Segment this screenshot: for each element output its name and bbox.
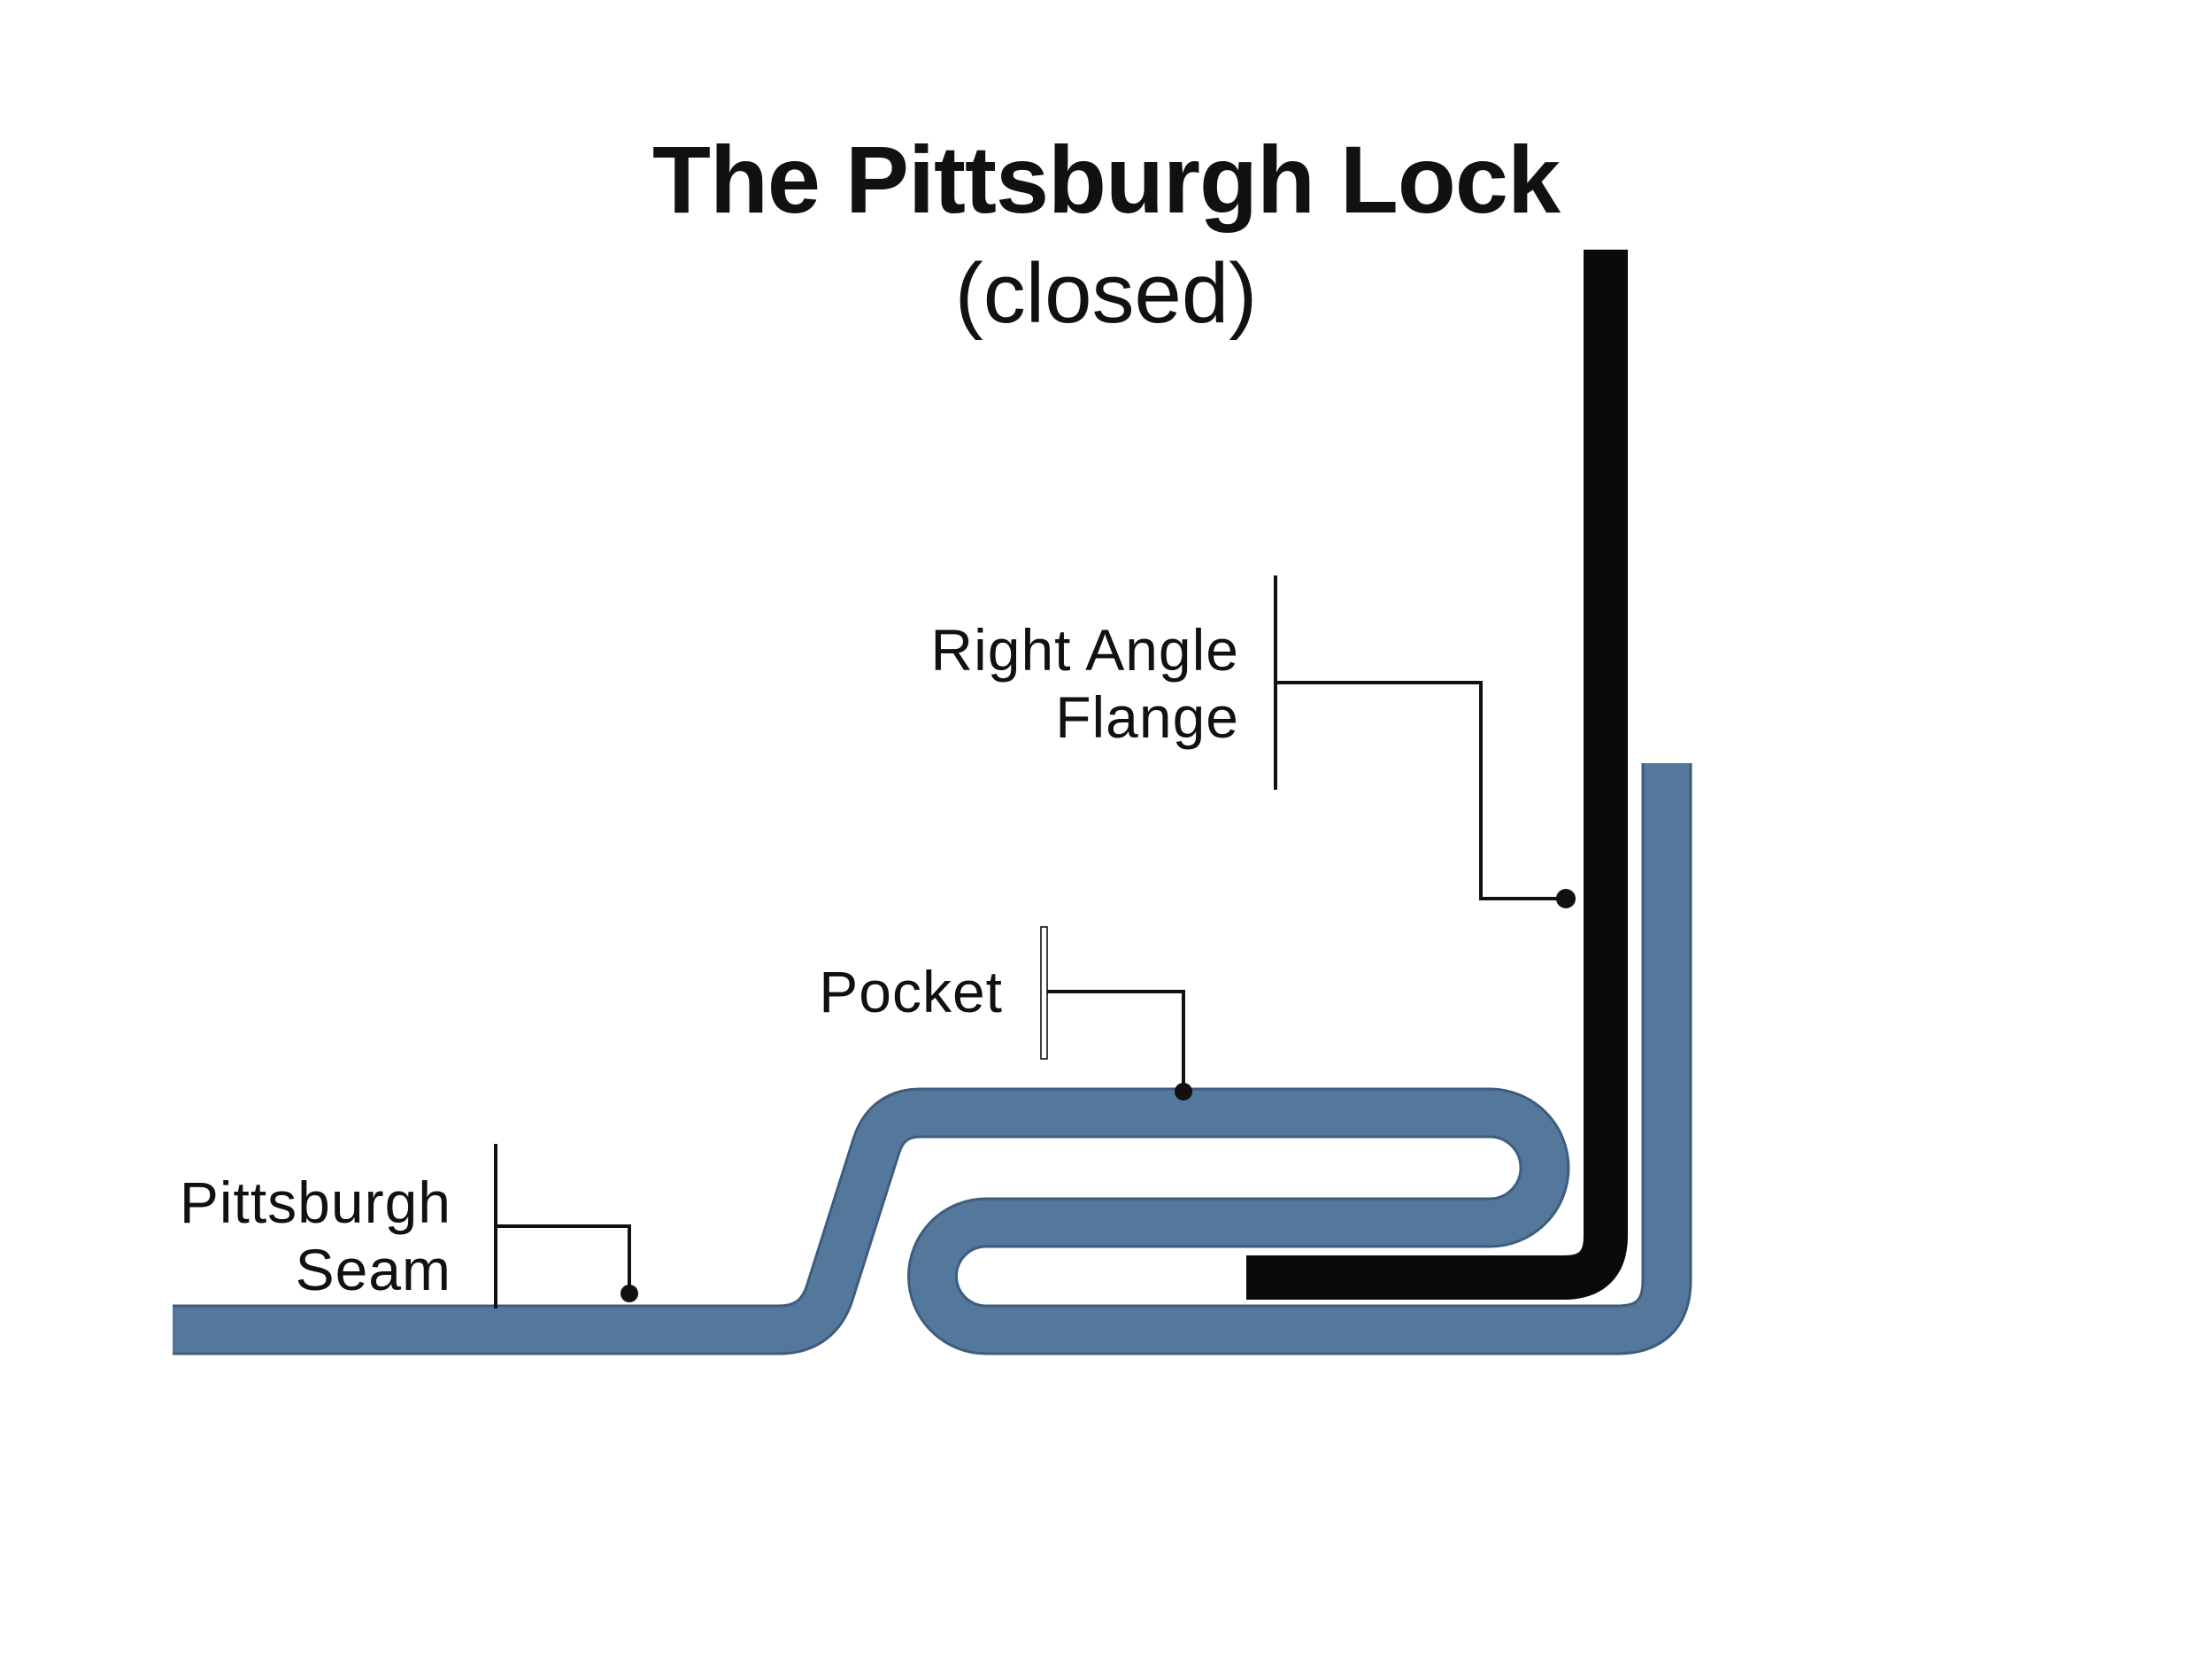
flange-shape [1246,250,1628,1300]
label-pittsburgh-seam-line2: Seam [295,1237,451,1302]
right-angle-flange-leader-dot [1556,889,1576,908]
label-pittsburgh-seam: Pittsburgh Seam [180,1169,451,1303]
right-angle-flange-leader-line [1276,681,1558,900]
label-right-angle-flange-line2: Flange [1055,684,1239,750]
pittsburgh-seam-leader-dot [620,1285,638,1302]
diagram-title: The Pittsburgh Lock [651,126,1561,233]
diagram-subtitle: (closed) [954,246,1258,341]
pocket-leader [1040,926,1192,1100]
pittsburgh-seam-leader [494,1144,638,1309]
label-pocket-line1: Pocket [819,959,1003,1024]
right-angle-flange-leader [1274,575,1576,908]
label-pocket: Pocket [819,958,1003,1025]
pocket-leader-dot [1175,1083,1192,1100]
label-pittsburgh-seam-line1: Pittsburgh [179,1170,451,1235]
label-right-angle-flange-line1: Right Angle [930,617,1239,683]
pocket-leader-line [1047,990,1185,1085]
label-right-angle-flange: Right Angle Flange [930,616,1239,751]
pocket-sheet-shape [173,763,1690,1353]
pocket-tick [1040,926,1048,1060]
pittsburgh-seam-leader-line [496,1224,631,1286]
